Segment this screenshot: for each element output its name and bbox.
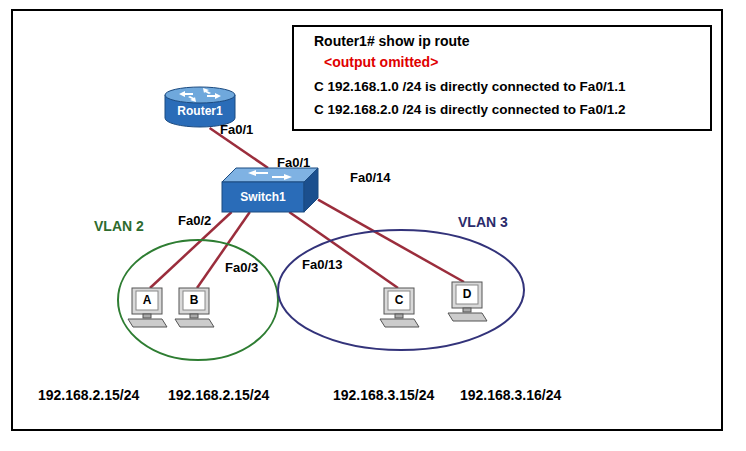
pc-monitor [452,282,482,308]
pc-letter: B [183,291,205,310]
pc-screen [136,291,158,310]
router-arrow [188,96,196,102]
device-name: Router1 [163,104,237,118]
pc-screen [183,291,205,310]
ip-address: 192.168.2.15/24 [38,387,139,404]
device-name: Switch1 [222,190,304,204]
vlan-ellipse: VLAN 2AB [118,240,278,360]
vlan-name: VLAN 3 [458,214,508,231]
router-arrow [203,88,211,94]
pc-keyboard [380,319,419,327]
switch-arrow [248,170,268,176]
ip-address: 192.168.3.15/24 [333,387,434,404]
switch-side [304,168,318,212]
ip-address: 192.168.2.15/24 [168,387,269,404]
ip-address: 192.168.3.16/24 [460,387,561,404]
vlan-outline [118,240,278,360]
vlan-name: VLAN 2 [94,218,144,235]
pc-monitor [384,288,414,314]
ethernet-link [289,212,398,288]
pc-letter: A [136,291,158,310]
pc-keyboard [175,319,214,327]
pc-keyboard [448,313,487,321]
router-top [165,87,235,103]
pc-letter: D [456,285,478,304]
pc-stand [395,314,403,318]
pc-screen [388,291,410,310]
port-label: Fa0/13 [302,257,342,273]
port-label: Fa0/3 [225,260,258,276]
pc-icon: D [448,282,488,322]
pc-icon: A [128,288,168,328]
pc-stand [463,308,471,312]
cli-text: C 192.168.1.0 /24 is directly connected … [314,79,625,95]
pc-monitor [132,288,162,314]
pc-stand [190,314,198,318]
switch-front [222,182,304,212]
switch-arrow [272,174,292,180]
vlan-ellipse: VLAN 3CD [278,230,524,350]
port-label: Fa0/14 [350,170,390,186]
switch-icon: Switch1 [222,168,318,212]
pc-letter: C [388,291,410,310]
port-label: Fa0/1 [220,122,253,138]
vlan-outline [278,230,524,350]
ethernet-link [150,212,232,288]
router-icon: Router1 [163,85,237,128]
cli-text: <output omitted> [324,54,438,71]
port-label: Fa0/1 [277,155,310,171]
pc-keyboard [128,319,167,327]
pc-icon: C [380,288,420,328]
switch-top [222,168,318,182]
pc-stand [143,314,151,318]
cli-text: Router1# show ip route [314,33,470,50]
pc-screen [456,285,478,304]
port-label: Fa0/2 [178,213,211,229]
router-arrow [179,91,193,97]
pc-icon: B [175,288,215,328]
cli-text: C 192.168.2.0 /24 is directly connected … [314,102,625,118]
cli-box: Router1# show ip route <output omitted> C … [292,25,712,131]
outer-frame [12,10,722,430]
pc-monitor [179,288,209,314]
